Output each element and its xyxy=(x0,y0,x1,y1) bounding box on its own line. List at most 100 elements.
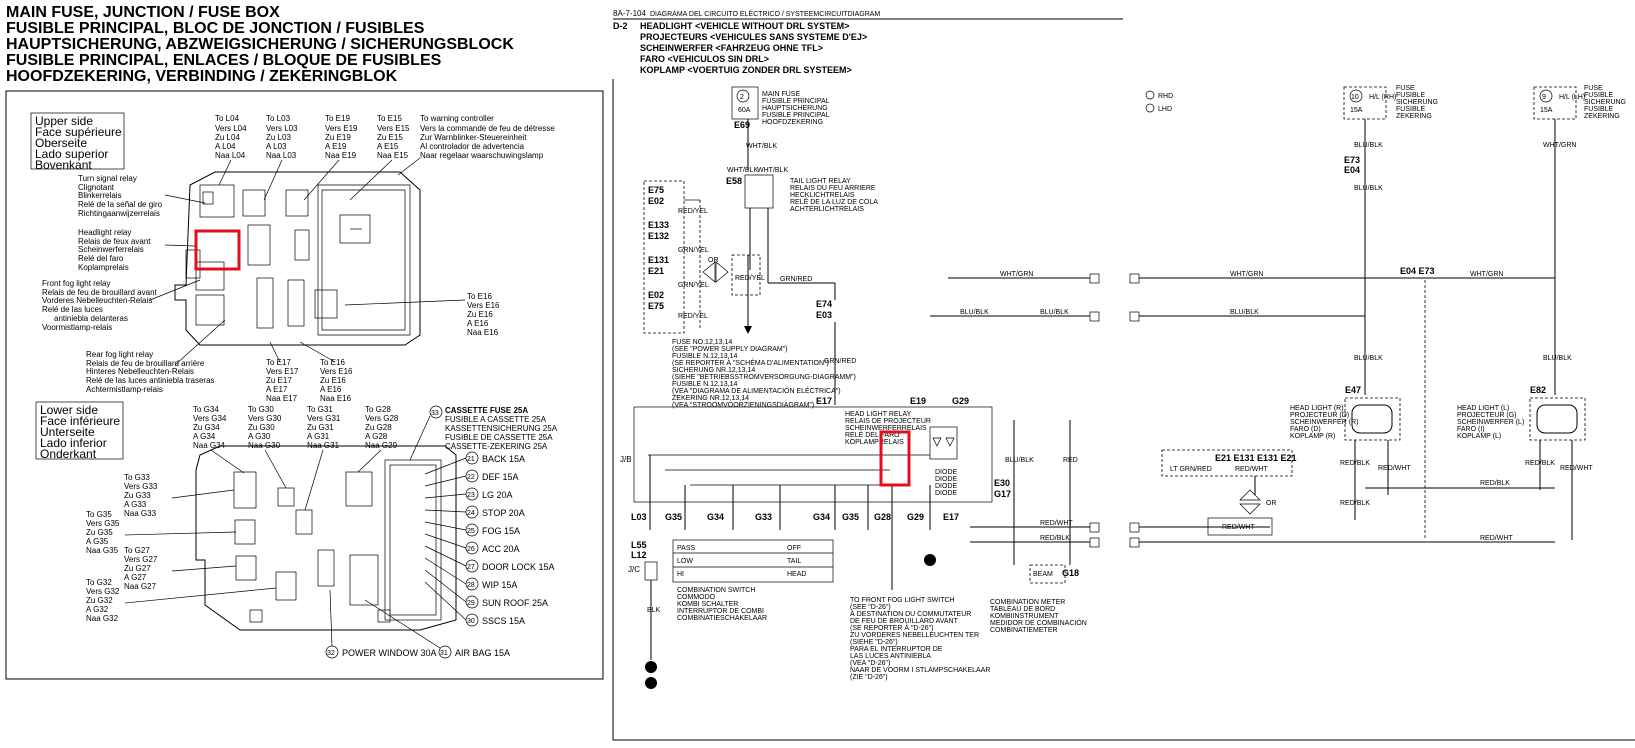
svg-text:(SE REPORTER À "SCHÉMA D'ALIME: (SE REPORTER À "SCHÉMA D'ALIMENTATION") xyxy=(672,358,829,367)
svg-text:(SIEHE "BETRIEBSSTROMVERSORGUN: (SIEHE "BETRIEBSSTROMVERSORGUNG-DIAGRAMM… xyxy=(672,374,856,381)
svg-text:E02: E02 xyxy=(648,290,664,300)
svg-text:32: 32 xyxy=(327,650,335,657)
svg-text:30: 30 xyxy=(467,618,475,625)
svg-text:Naa L03: Naa L03 xyxy=(266,151,297,160)
svg-text:SICHERUNG NR.12,13,14: SICHERUNG NR.12,13,14 xyxy=(672,367,755,374)
svg-text:FUSIBLE N.12,13,14: FUSIBLE N.12,13,14 xyxy=(672,353,737,360)
svg-text:BLU/BLK: BLU/BLK xyxy=(1354,185,1383,192)
svg-text:BLU/BLK: BLU/BLK xyxy=(1354,142,1383,149)
svg-text:E21 E131 E131 E21: E21 E131 E131 E21 xyxy=(1215,453,1297,463)
svg-text:Vers la commande de feu de dét: Vers la commande de feu de détresse xyxy=(420,124,555,133)
svg-text:POWER WINDOW 30A: POWER WINDOW 30A xyxy=(342,648,437,658)
svg-text:KOPLAMP <VOERTUIG ZONDER DRL S: KOPLAMP <VOERTUIG ZONDER DRL SYSTEEM> xyxy=(640,65,852,75)
svg-text:To G27: To G27 xyxy=(124,546,150,555)
svg-text:HEAD: HEAD xyxy=(787,571,806,578)
svg-text:G18: G18 xyxy=(1062,568,1079,578)
svg-text:FARO (D): FARO (D) xyxy=(1290,426,1321,433)
svg-text:15A: 15A xyxy=(1350,107,1363,114)
svg-text:G35: G35 xyxy=(665,512,682,522)
relay-labels: Turn signal relay Clignotant Blinkerrela… xyxy=(42,174,500,403)
svg-text:G17: G17 xyxy=(994,489,1011,499)
svg-text:Zu E16: Zu E16 xyxy=(320,376,346,385)
svg-text:OFF: OFF xyxy=(787,545,801,552)
svg-text:DIODE: DIODE xyxy=(935,483,958,490)
svg-text:Naa G35: Naa G35 xyxy=(86,546,119,555)
svg-text:(SEE "D-26"): (SEE "D-26") xyxy=(850,604,891,611)
svg-text:L55: L55 xyxy=(631,540,647,550)
svg-text:15A: 15A xyxy=(1540,107,1553,114)
svg-text:28: 28 xyxy=(467,582,475,589)
svg-text:HEAD LIGHT (L): HEAD LIGHT (L) xyxy=(1457,405,1509,412)
svg-text:DE FEU DE BROUILLARD AVANT: DE FEU DE BROUILLARD AVANT xyxy=(850,618,959,625)
svg-text:GRN/RED: GRN/RED xyxy=(780,276,812,283)
svg-text:antiniebla delanteras: antiniebla delanteras xyxy=(54,314,128,323)
svg-text:A G32: A G32 xyxy=(86,605,109,614)
svg-text:DIODE: DIODE xyxy=(935,469,958,476)
svg-text:Naa G32: Naa G32 xyxy=(86,614,119,623)
svg-text:ACHTERLICHTRELAIS: ACHTERLICHTRELAIS xyxy=(790,206,864,213)
svg-text:FUSIBLE: FUSIBLE xyxy=(1584,92,1614,99)
svg-text:E75: E75 xyxy=(648,185,664,195)
svg-text:G28: G28 xyxy=(874,512,891,522)
svg-text:ZEKERING: ZEKERING xyxy=(1584,113,1620,120)
svg-text:HECKLICHTRELAIS: HECKLICHTRELAIS xyxy=(790,192,855,199)
svg-text:To G35: To G35 xyxy=(86,510,112,519)
svg-text:Relé de las luces antiniebla t: Relé de las luces antiniebla traseras xyxy=(86,376,215,385)
svg-text:FUSIBLE N.12,13,14: FUSIBLE N.12,13,14 xyxy=(672,381,737,388)
svg-text:E75: E75 xyxy=(648,301,664,311)
svg-text:Vers E15: Vers E15 xyxy=(377,124,410,133)
svg-text:Vers G33: Vers G33 xyxy=(124,482,158,491)
svg-text:Zu G28: Zu G28 xyxy=(365,423,392,432)
svg-text:E69: E69 xyxy=(734,120,750,130)
svg-text:21: 21 xyxy=(467,456,475,463)
svg-text:KOPLAMP (L): KOPLAMP (L) xyxy=(1457,433,1501,440)
svg-text:E19: E19 xyxy=(910,396,926,406)
svg-text:Face supérieure: Face supérieure xyxy=(35,125,122,139)
combination-meter: BLU/BLK RED E30 G17 BEAM G18 COMBINATION… xyxy=(990,420,1087,634)
svg-text:31: 31 xyxy=(440,650,448,657)
ground-11 xyxy=(924,554,936,566)
svg-text:Zu E17: Zu E17 xyxy=(266,376,292,385)
svg-text:KOPLAMP (R): KOPLAMP (R) xyxy=(1290,433,1335,440)
svg-text:L12: L12 xyxy=(631,550,647,560)
svg-text:COMBINATIEMETER: COMBINATIEMETER xyxy=(990,627,1058,634)
combination-switch: PASS LOW HI OFF TAIL HEAD COMBINATION SW… xyxy=(672,539,834,622)
svg-text:RED/YEL: RED/YEL xyxy=(678,313,708,320)
rhd-lhd-legend: RHD LHD xyxy=(1145,90,1173,113)
fuse-9-lh: 9 H/L (LH) 15A FUSE FUSIBLE SICHERUNG FU… xyxy=(1533,85,1626,395)
svg-text:Richtingaanwijzerrelais: Richtingaanwijzerrelais xyxy=(78,209,160,218)
svg-text:MEDIDOR DE COMBINACIÓN: MEDIDOR DE COMBINACIÓN xyxy=(990,618,1087,627)
svg-text:E58: E58 xyxy=(726,176,742,186)
svg-text:9: 9 xyxy=(1542,94,1546,101)
svg-text:Al controlador de advertencia: Al controlador de advertencia xyxy=(420,142,525,151)
svg-text:Relé de las luces: Relé de las luces xyxy=(42,305,103,314)
svg-text:E04 E73: E04 E73 xyxy=(1400,266,1435,276)
svg-text:BLU/BLK: BLU/BLK xyxy=(1230,309,1259,316)
svg-text:A G30: A G30 xyxy=(248,432,271,441)
svg-text:Unterseite: Unterseite xyxy=(40,425,95,439)
svg-text:H/L (RH): H/L (RH) xyxy=(1369,94,1396,101)
svg-text:RED/YEL: RED/YEL xyxy=(678,208,708,215)
svg-text:J/B: J/B xyxy=(620,455,632,464)
svg-text:WHT/BLK: WHT/BLK xyxy=(757,167,788,174)
svg-text:Hinteres Nebelleuchten-Relais: Hinteres Nebelleuchten-Relais xyxy=(86,367,194,376)
svg-text:To L04: To L04 xyxy=(215,114,240,123)
svg-text:HEAD LIGHT RELAY: HEAD LIGHT RELAY xyxy=(845,411,912,418)
svg-text:Vers G31: Vers G31 xyxy=(307,414,341,423)
svg-text:Vers G30: Vers G30 xyxy=(248,414,282,423)
svg-text:RELÉ DE LA LUZ DE COLA: RELÉ DE LA LUZ DE COLA xyxy=(790,197,878,206)
svg-text:Lower side: Lower side xyxy=(40,403,98,417)
svg-text:G29: G29 xyxy=(952,396,969,406)
svg-text:(VEA "D-26"): (VEA "D-26") xyxy=(850,660,890,667)
svg-text:TABLEAU DE BORD: TABLEAU DE BORD xyxy=(990,606,1055,613)
upper-side-label: Upper side Face supérieure Oberseite Lad… xyxy=(30,112,125,172)
svg-text:(VEA "DIAGRAMA DE ALIMENTACIÓN: (VEA "DIAGRAMA DE ALIMENTACIÓN ELÉCTRICA… xyxy=(672,386,841,395)
svg-text:Zur Warnblinker-Steuereinheit: Zur Warnblinker-Steuereinheit xyxy=(420,133,527,142)
right-header: 8A-7-104 DIAGRAMA DEL CIRCUITO ELÉCTRICO… xyxy=(613,9,1123,75)
svg-text:WHT/GRN: WHT/GRN xyxy=(1470,271,1503,278)
svg-text:E17: E17 xyxy=(943,512,959,522)
